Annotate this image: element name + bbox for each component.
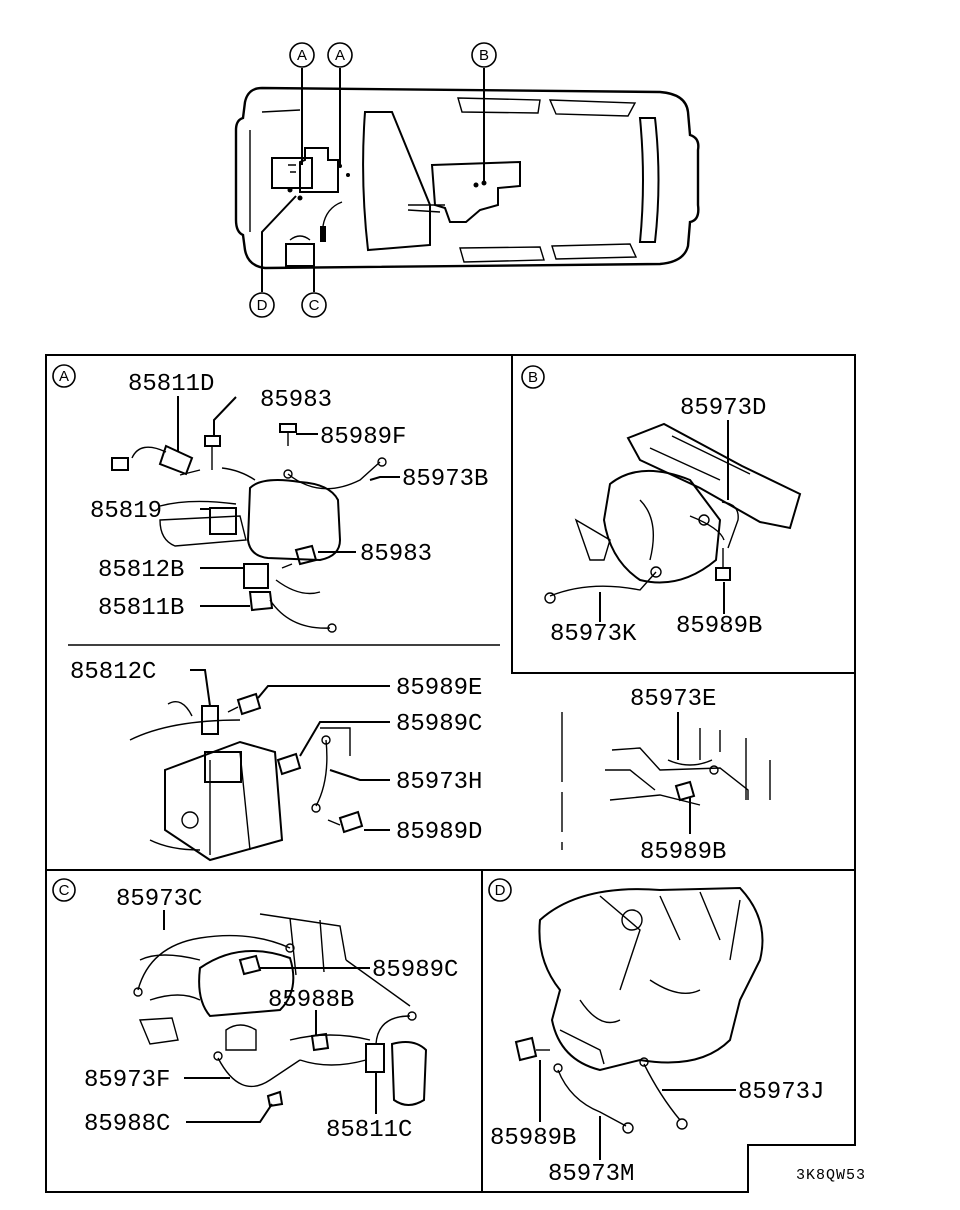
part-label: 85973D [680,395,766,422]
part-label: 85989D [396,819,482,846]
diagram-code: 3K8QW53 [796,1167,866,1184]
panel-c-badge-label: C [59,882,70,899]
part-label: 85811B [98,595,184,622]
callout-a2-label: A [335,47,345,64]
part-label: 85811C [326,1117,412,1144]
callout-a2 [327,42,353,68]
part-label: 85989B [676,613,762,640]
callout-a1-label: A [297,47,307,64]
panel-a-badge-label: A [59,368,69,385]
vehicle-overview: A A B D C [234,42,700,318]
panel-b-badge [521,365,545,389]
callout-c-label: C [309,297,320,314]
callout-d [249,292,275,318]
panel-frames [45,354,856,1193]
part-label: 85989B [490,1125,576,1152]
panel-d-badge [488,878,512,902]
callout-b [471,42,497,68]
part-label: 85811D [128,371,214,398]
part-label: 85989B [640,839,726,866]
callout-d-label: D [257,297,268,314]
part-label: 85973J [738,1079,824,1106]
part-label: 85988C [84,1111,170,1138]
part-label: 85989C [396,711,482,738]
panel-d: D 85973J 85989B 85973M [488,878,824,1188]
panel-b: B 85973D 85973K 85989B [521,365,802,648]
part-label: 85989E [396,675,482,702]
part-label: 85973M [548,1161,634,1188]
part-label: 85989C [372,957,458,984]
panel-c: C 85973C 85989C [52,878,458,1144]
part-label: 85973E [630,686,716,713]
part-label: 85812C [70,659,156,686]
panel-b-badge-label: B [528,369,538,386]
part-label: 85983 [360,541,432,568]
panel-a: A [52,364,771,866]
part-label: 85819 [90,498,162,525]
part-label: 85973H [396,769,482,796]
panel-a-badge [52,364,76,388]
part-label: 85973K [550,621,637,648]
part-label: 85988B [268,987,354,1014]
callout-a1 [289,42,315,68]
part-label: 85983 [260,387,332,414]
part-label: 85973B [402,466,488,493]
part-label: 85973F [84,1067,170,1094]
panel-d-badge-label: D [495,882,506,899]
callout-c [301,292,327,318]
panel-c-badge [52,878,76,902]
part-label: 85989F [320,424,406,451]
part-label: 85973C [116,886,202,913]
callout-b-label: B [479,47,489,64]
part-label: 85812B [98,557,184,584]
